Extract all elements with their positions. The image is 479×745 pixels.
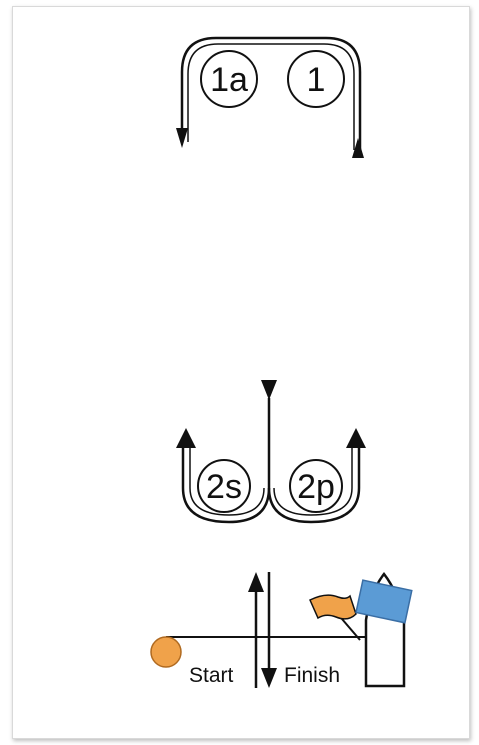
windward-loop — [176, 36, 364, 158]
gate-right-up-arrow — [346, 428, 366, 448]
committee-signal-box — [355, 579, 413, 624]
mark-2p: 2p — [289, 459, 343, 513]
windward-loop-up-arrow — [352, 138, 364, 158]
mark-2s-label: 2s — [206, 468, 242, 506]
mark-1-label: 1 — [307, 61, 326, 99]
mark-1a-label: 1a — [210, 61, 248, 99]
mark-2s: 2s — [197, 459, 251, 513]
start-up-arrow — [248, 572, 264, 592]
start-finish-area: Start Finish — [150, 571, 413, 688]
windward-loop-down-arrow — [176, 128, 188, 148]
gate-left-up-arrow — [176, 428, 196, 448]
gate-down-arrow — [261, 380, 277, 400]
orange-flag — [309, 594, 357, 620]
start-buoy — [150, 636, 182, 668]
mark-1a: 1a — [200, 50, 258, 108]
finish-down-arrow — [261, 668, 277, 688]
start-label: Start — [189, 664, 234, 687]
mark-1: 1 — [287, 50, 345, 108]
finish-label: Finish — [284, 664, 340, 687]
mark-2p-label: 2p — [297, 468, 335, 506]
gate-loops — [176, 380, 366, 524]
